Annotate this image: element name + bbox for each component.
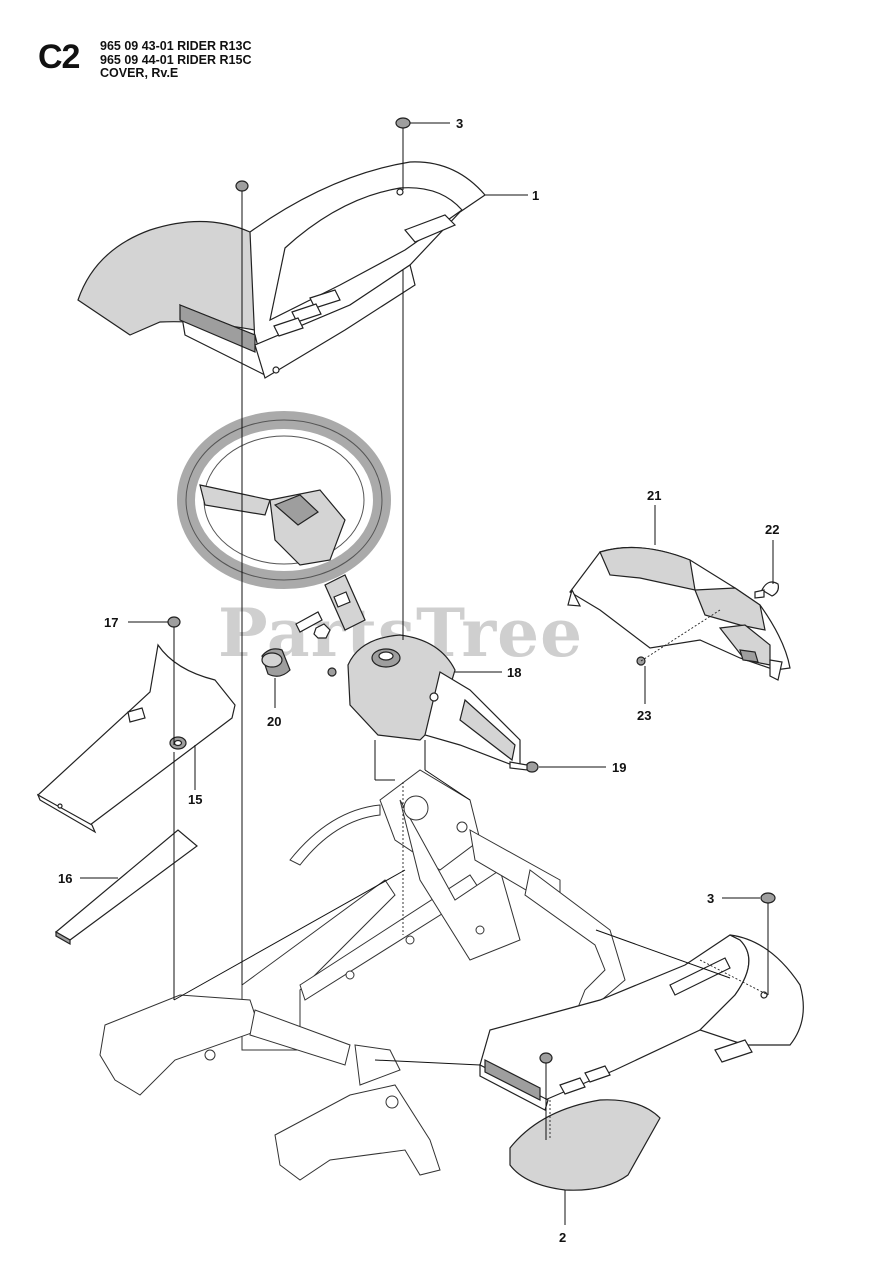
callout-21: 21 (647, 488, 661, 503)
assembly-guide-lines (173, 128, 769, 1140)
part-3-screw-right (760, 892, 776, 904)
callout-16: 16 (58, 871, 72, 886)
part-22-clip (754, 581, 779, 599)
callout-1: 1 (532, 188, 539, 203)
part-19-screw (509, 761, 539, 773)
callout-3-right: 3 (707, 891, 714, 906)
model-line-r15c: 965 09 44-01 RIDER R15C (100, 52, 252, 67)
callout-18: 18 (507, 665, 521, 680)
part-20-cap (261, 648, 291, 677)
sheet-code: C2 (38, 38, 80, 76)
steering-wheel (177, 411, 391, 631)
callout-15: 15 (188, 792, 202, 807)
part-17-screw (167, 616, 181, 628)
callout-23: 23 (637, 708, 651, 723)
part-2-front-fender (479, 934, 804, 1191)
callout-20: 20 (267, 714, 281, 729)
model-line-r13c: 965 09 43-01 RIDER R13C (100, 39, 252, 53)
part-21-hood-cover (567, 546, 791, 681)
callout-22: 22 (765, 522, 779, 537)
callout-19: 19 (612, 760, 626, 775)
part-3-screw-top (395, 117, 411, 129)
callout-3-top: 3 (456, 116, 463, 131)
callout-leaders (80, 122, 774, 1225)
assembly-name: COVER, Rv.E (100, 66, 179, 80)
model-title-block: 965 09 43-01 RIDER R13C 965 09 44-01 RID… (100, 39, 252, 81)
screw-top-left (235, 180, 249, 192)
steering-hardware (295, 591, 351, 639)
callout-2: 2 (559, 1230, 566, 1245)
chassis-frame (99, 769, 626, 1181)
callout-17: 17 (104, 615, 118, 630)
screw-front-fender (539, 1052, 553, 1064)
part-18-dash-console (327, 634, 521, 769)
part-15-side-panel (36, 643, 236, 834)
callout-numbers: 3 1 3 2 17 15 16 18 19 20 21 22 23 (58, 116, 779, 1245)
part-1-rear-fender-cover (77, 161, 486, 379)
part-16-strip (54, 829, 198, 946)
